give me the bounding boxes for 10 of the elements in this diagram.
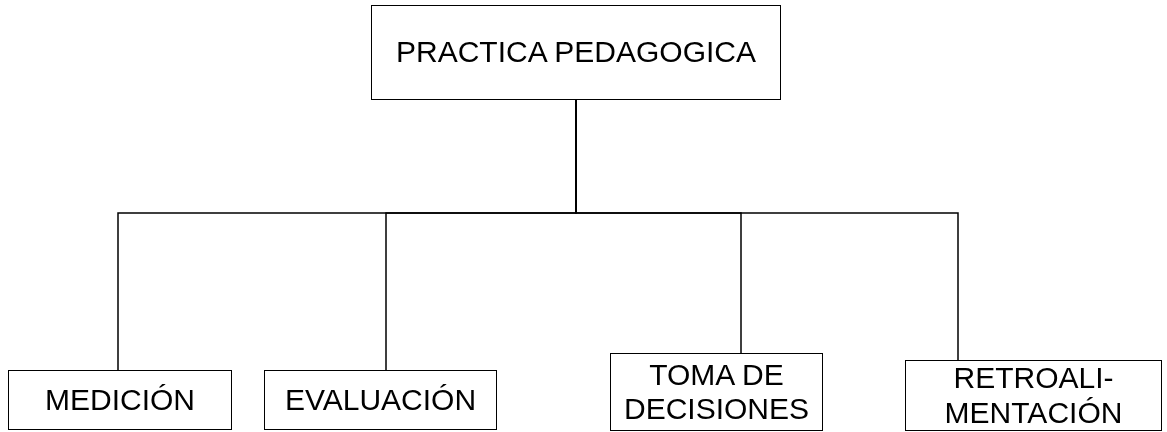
node-label: PRACTICA PEDAGOGICA <box>395 35 757 70</box>
node-label: EVALUACIÓN <box>284 382 477 418</box>
root-box <box>371 5 781 100</box>
category-box <box>610 353 823 431</box>
category-box <box>905 360 1162 431</box>
node-label: TOMA DE DECISIONES <box>622 357 810 427</box>
node-label: RETROALI- MENTACIÓN <box>944 361 1123 430</box>
category-box <box>8 370 232 430</box>
category-box <box>264 370 497 430</box>
node-label: MEDICIÓN <box>45 382 195 418</box>
